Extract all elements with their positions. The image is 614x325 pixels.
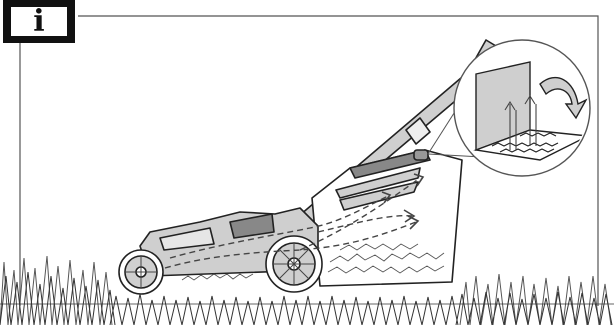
fill-indicator — [414, 150, 428, 160]
information-icon: i — [3, 0, 75, 43]
information-badge: i — [9, 5, 69, 38]
front-wheel — [119, 250, 163, 294]
detail-callout — [454, 40, 590, 176]
information-letter: i — [33, 7, 44, 37]
